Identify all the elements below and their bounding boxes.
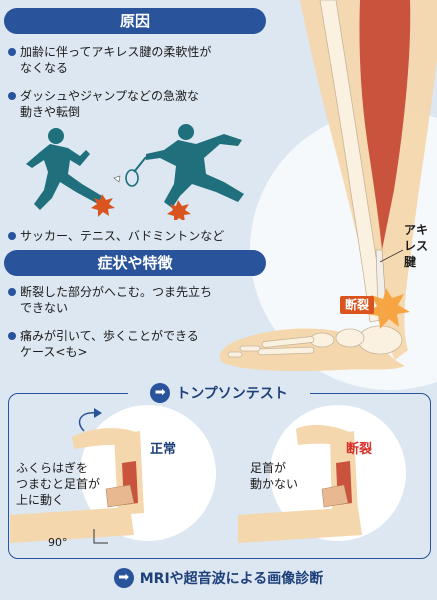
bullet-dot [8, 288, 16, 296]
bullet-dot [8, 48, 16, 56]
cause-item-text: ダッシュやジャンプなどの急激な 動きや転倒 [20, 89, 200, 119]
bullet-dot [8, 92, 16, 100]
cause-item-3: サッカー、テニス、バドミントンなど [8, 228, 278, 246]
cause-item-text: 加齢に伴ってアキレス腱の柔軟性が なくなる [20, 45, 212, 75]
bullet-dot [8, 232, 16, 240]
symptom-item-text: 断裂した部分がへこむ。つま先立ち できない [20, 285, 213, 315]
normal-description: ふくらはぎを つまむと足首が 上に動く [16, 461, 101, 507]
symptoms-title: 症状や特徴 [4, 250, 266, 276]
shuttlecock-icon [113, 175, 121, 183]
arrow-right-icon: ➡ [113, 568, 134, 588]
impact-star-icon [91, 194, 115, 217]
symptom-item-2: 痛みが引いて、歩くことができる ケース<も> [8, 328, 278, 362]
achilles-label: アキレス 腱 [404, 223, 429, 269]
arrow-right-icon: ➡ [150, 383, 171, 403]
athletes-illustration [26, 124, 244, 220]
angle-label: 90° [48, 536, 68, 549]
symptom-item-1: 断裂した部分がへこむ。つま先立ち できない [8, 284, 278, 318]
runner-icon [26, 128, 102, 210]
normal-label: 正常 [150, 442, 177, 457]
impact-star-icon [167, 200, 191, 220]
ruptured-test-illustration [238, 405, 406, 543]
ruptured-label: 断裂 [346, 442, 373, 457]
bullet-dot [8, 332, 16, 340]
normal-test-illustration [10, 405, 216, 544]
cause-title: 原因 [4, 8, 266, 34]
rupture-label: 断裂 [340, 296, 374, 314]
impact-star-icon [366, 288, 410, 329]
thompson-header: ➡ トンプソンテスト [128, 381, 310, 405]
cause-item-1: 加齢に伴ってアキレス腱の柔軟性が なくなる [8, 44, 278, 78]
symptom-item-text: 痛みが引いて、歩くことができる ケース<も> [20, 329, 199, 359]
footer: ➡ MRIや超音波による画像診断 [8, 566, 429, 590]
cause-item-2: ダッシュやジャンプなどの急激な 動きや転倒 [8, 88, 278, 122]
curved-arrow-icon [78, 412, 97, 432]
cause-item-text: サッカー、テニス、バドミントンなど [20, 229, 225, 243]
thompson-title: トンプソンテスト [176, 386, 288, 402]
badminton-player-icon [125, 124, 244, 208]
ruptured-description: 足首が 動かない [250, 461, 299, 491]
footer-text: MRIや超音波による画像診断 [139, 571, 324, 587]
